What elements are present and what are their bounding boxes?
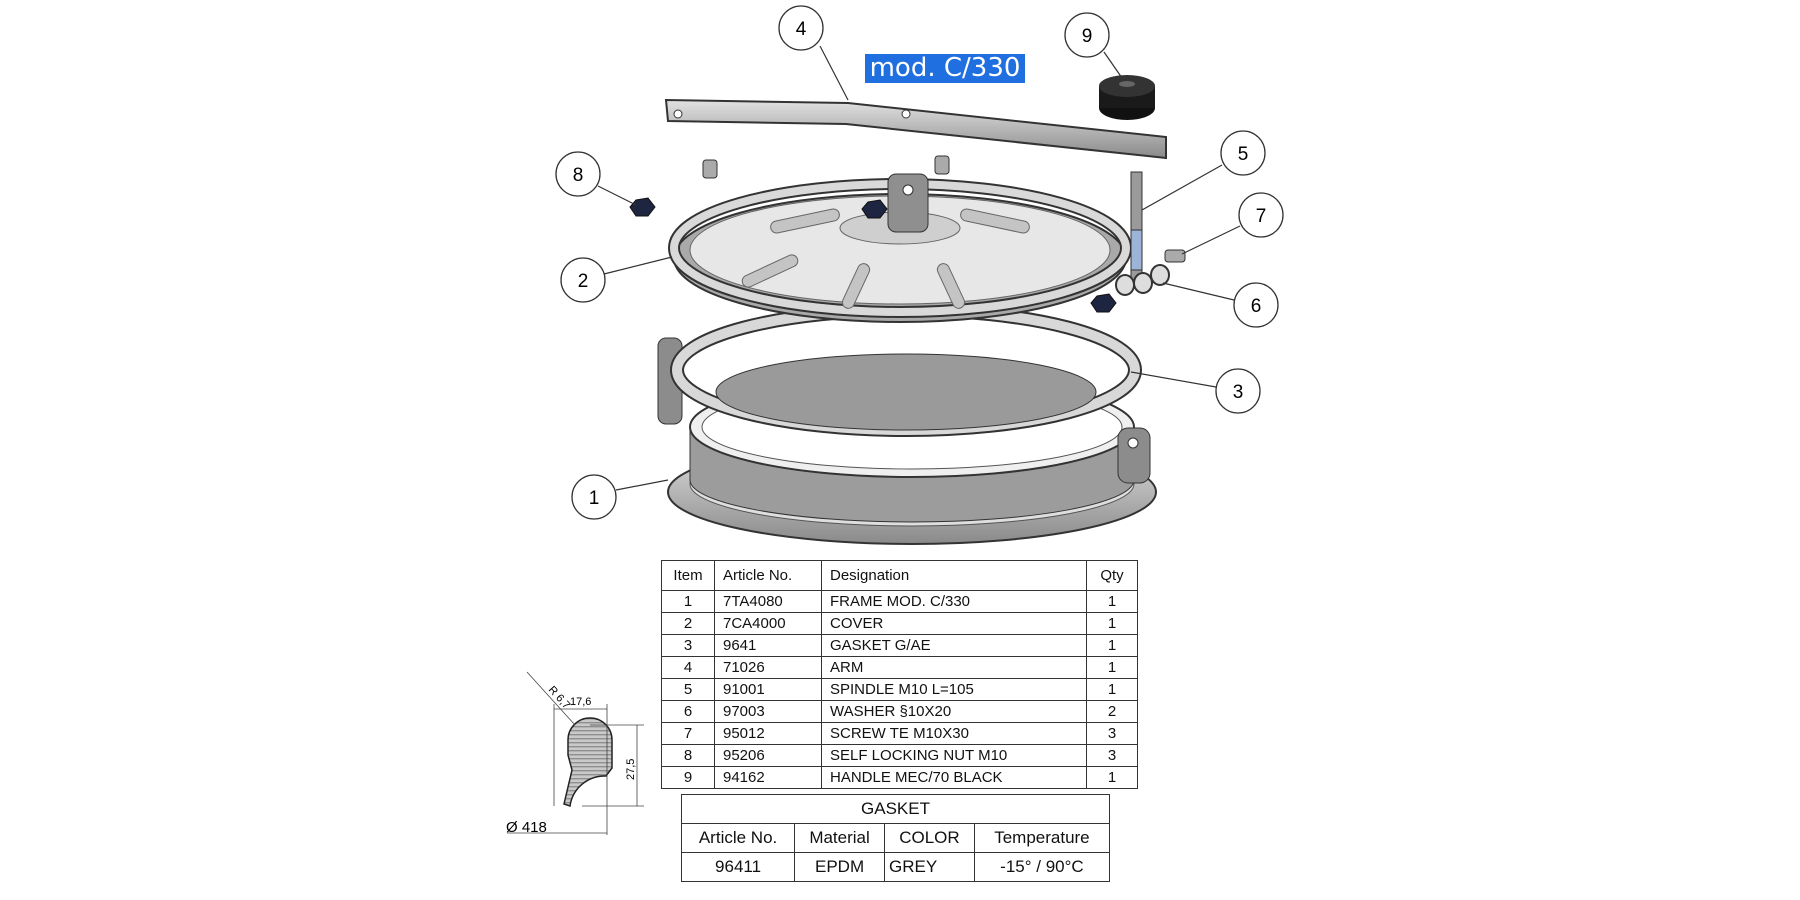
balloon-6: 6 xyxy=(1233,282,1279,328)
balloon-label: 1 xyxy=(589,488,600,509)
cell-qty: 3 xyxy=(1086,744,1138,767)
height-dimension: 27,5 xyxy=(625,759,637,780)
cover-part xyxy=(668,173,1132,323)
cell-article: 9641 xyxy=(714,634,822,657)
cell-item: 4 xyxy=(661,656,715,679)
table-header-row: Item Article No. Designation Qty xyxy=(661,560,1138,591)
balloon-label: 8 xyxy=(573,165,584,186)
cell-item: 8 xyxy=(661,744,715,767)
cell-qty: 1 xyxy=(1086,612,1138,635)
gasket-value: EPDM xyxy=(794,852,885,882)
balloon-label: 6 xyxy=(1251,296,1262,317)
cell-item: 9 xyxy=(661,766,715,789)
balloon-label: 7 xyxy=(1256,206,1267,227)
cell-article: 95012 xyxy=(714,722,822,745)
balloon-9: 9 xyxy=(1064,12,1110,58)
header-qty: Qty xyxy=(1086,560,1138,591)
cell-item: 7 xyxy=(661,722,715,745)
leader-lines xyxy=(597,45,1241,491)
gasket-value: -15° / 90°C xyxy=(973,852,1111,882)
balloon-8: 8 xyxy=(555,151,601,197)
balloon-3: 3 xyxy=(1215,368,1261,414)
gasket-value: GREY xyxy=(883,852,975,882)
cell-item: 1 xyxy=(661,590,715,613)
cell-qty: 1 xyxy=(1086,656,1138,679)
spindle-part xyxy=(1130,171,1143,285)
nuts-part xyxy=(629,197,1117,313)
cell-article: 7CA4000 xyxy=(714,612,822,635)
cell-article: 94162 xyxy=(714,766,822,789)
cell-qty: 1 xyxy=(1086,766,1138,789)
balloon-label: 4 xyxy=(796,19,807,40)
gasket-title: GASKET xyxy=(681,794,1110,824)
header-article: Article No. xyxy=(714,560,822,591)
screws-part xyxy=(702,155,1186,263)
diameter-dimension: Ø 418 xyxy=(506,819,547,836)
cell-designation: SCREW TE M10X30 xyxy=(821,722,1087,745)
cell-item: 2 xyxy=(661,612,715,635)
cell-article: 95206 xyxy=(714,744,822,767)
balloon-label: 3 xyxy=(1233,382,1244,403)
cell-item: 5 xyxy=(661,678,715,701)
cell-designation: HANDLE MEC/70 BLACK xyxy=(821,766,1087,789)
washers-part xyxy=(1115,264,1170,296)
gasket-header: Article No. xyxy=(680,823,796,853)
balloon-5: 5 xyxy=(1220,130,1266,176)
gasket-header-row: Article No. Material COLOR Temperature xyxy=(680,823,1111,853)
cell-qty: 1 xyxy=(1086,678,1138,701)
cell-designation: SELF LOCKING NUT M10 xyxy=(821,744,1087,767)
balloon-label: 2 xyxy=(578,271,589,292)
cell-designation: GASKET G/AE xyxy=(821,634,1087,657)
cell-qty: 3 xyxy=(1086,722,1138,745)
gasket-spec-table: GASKET Article No. Material COLOR Temper… xyxy=(680,794,1111,882)
cell-item: 3 xyxy=(661,634,715,657)
cell-article: 71026 xyxy=(714,656,822,679)
cell-article: 7TA4080 xyxy=(714,590,822,613)
header-designation: Designation xyxy=(821,560,1087,591)
gasket-values-row: 96411 EPDM GREY -15° / 90°C xyxy=(680,852,1111,882)
arm-part xyxy=(664,98,1167,160)
balloon-7: 7 xyxy=(1238,192,1284,238)
cell-designation: ARM xyxy=(821,656,1087,679)
gasket-header: Temperature xyxy=(973,823,1111,853)
balloon-4: 4 xyxy=(778,5,824,51)
balloon-1: 1 xyxy=(571,474,617,520)
balloon-label: 5 xyxy=(1238,144,1249,165)
cell-designation: COVER xyxy=(821,612,1087,635)
gasket-section-detail: R 6,7 17,6 27,5 Ø 418 xyxy=(506,671,644,836)
gasket-value: 96411 xyxy=(680,852,796,882)
balloon-label: 9 xyxy=(1082,26,1093,47)
cell-qty: 1 xyxy=(1086,590,1138,613)
model-title: mod. C/330 xyxy=(865,54,1025,83)
balloon-2: 2 xyxy=(560,257,606,303)
cell-item: 6 xyxy=(661,700,715,723)
width-dimension: 17,6 xyxy=(570,696,591,708)
gasket-part xyxy=(670,303,1142,437)
cell-designation: FRAME MOD. C/330 xyxy=(821,590,1087,613)
handle-knob-part xyxy=(1099,75,1155,120)
header-item: Item xyxy=(661,560,715,591)
gasket-header: Material xyxy=(794,823,885,853)
cell-designation: WASHER §10X20 xyxy=(821,700,1087,723)
gasket-header: COLOR xyxy=(883,823,975,853)
cell-article: 91001 xyxy=(714,678,822,701)
cell-qty: 2 xyxy=(1086,700,1138,723)
balloon-group: 1 2 3 4 5 6 7 8 9 xyxy=(555,5,1284,520)
cell-designation: SPINDLE M10 L=105 xyxy=(821,678,1087,701)
cell-qty: 1 xyxy=(1086,634,1138,657)
cell-article: 97003 xyxy=(714,700,822,723)
